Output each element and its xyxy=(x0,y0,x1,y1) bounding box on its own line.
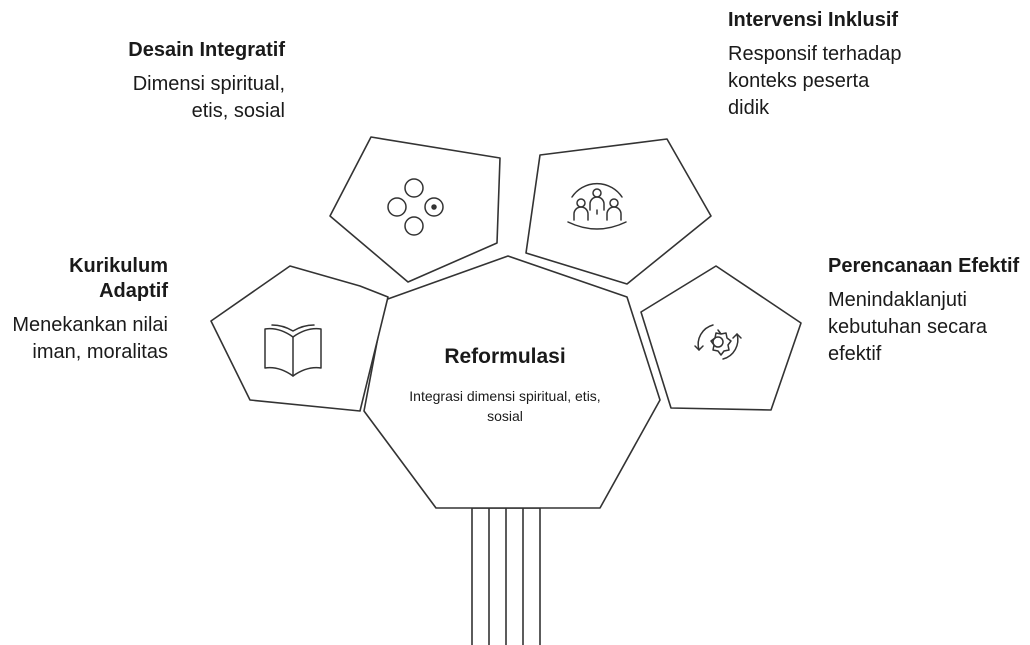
item-title: Kurikulum Adaptif xyxy=(69,255,168,302)
center-description: Integrasi dimensi spiritual, etis, sosia… xyxy=(409,388,601,424)
center-title: Reformulasi xyxy=(444,345,566,368)
pentagon-intervensi-inklusif xyxy=(525,138,712,285)
center-heptagon xyxy=(363,255,661,509)
item-description: Menindaklanjuti kebutuhan secara efektif xyxy=(828,289,988,365)
item-description: Responsif terhadap konteks peserta didik xyxy=(728,43,902,119)
gear-cycle-icon xyxy=(694,324,742,360)
pentagon-desain-integratif xyxy=(329,136,501,283)
item-title: Desain Integratif xyxy=(128,39,285,61)
people-group-icon xyxy=(567,182,627,230)
item-title: Perencanaan Efektif xyxy=(828,255,1020,277)
label-perencanaan-efektif: Perencanaan Efektif Menindaklanjuti kebu… xyxy=(828,254,1028,368)
pentagon-kurikulum-adaptif xyxy=(210,265,389,412)
stem xyxy=(471,507,541,645)
item-description: Menekankan nilai iman, moralitas xyxy=(12,314,168,363)
label-desain-integratif: Desain Integratif Dimensi spiritual, eti… xyxy=(110,38,285,125)
book-icon xyxy=(264,324,322,377)
item-title: Intervensi Inklusif xyxy=(728,9,899,31)
label-kurikulum-adaptif: Kurikulum Adaptif Menekankan nilai iman,… xyxy=(5,254,168,366)
label-intervensi-inklusif: Intervensi Inklusif Responsif terhadap k… xyxy=(728,8,903,122)
item-description: Dimensi spiritual, etis, sosial xyxy=(132,73,285,122)
circles-icon xyxy=(387,178,444,236)
